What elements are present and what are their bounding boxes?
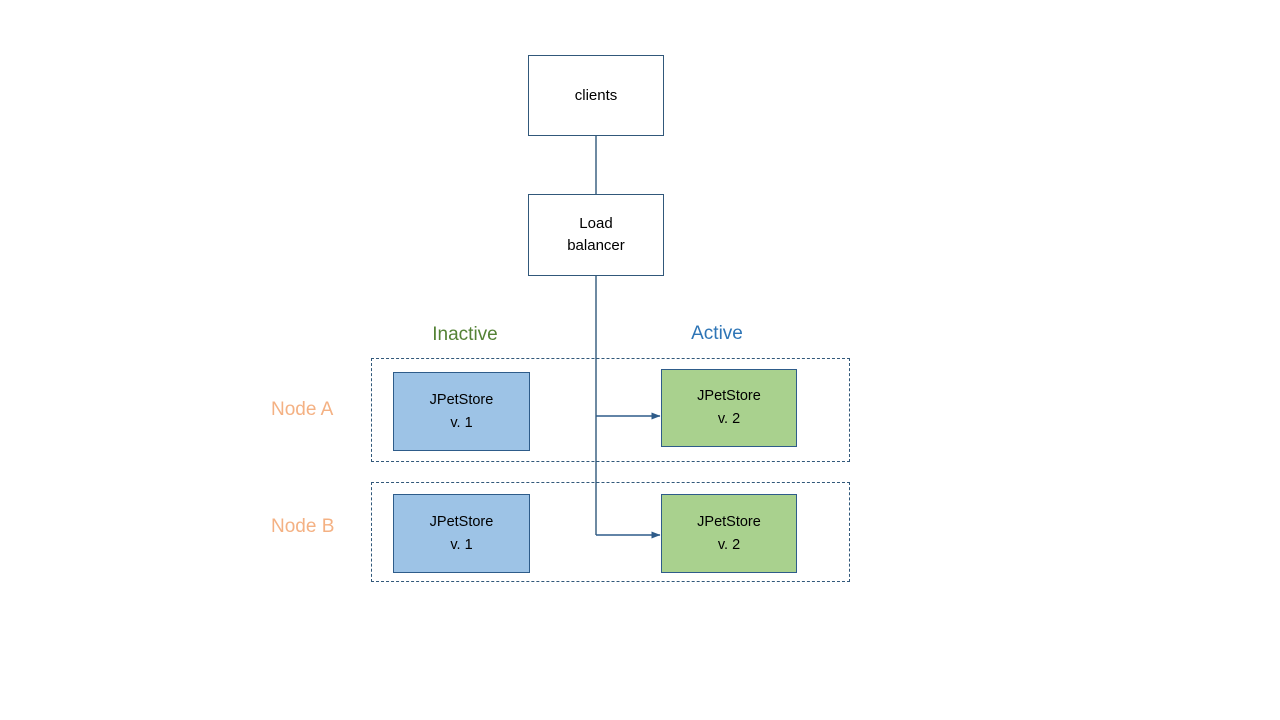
node-b-service-jpetstore-v2[interactable]: JPetStore v. 2 bbox=[661, 494, 797, 573]
service-name: JPetStore bbox=[697, 513, 761, 530]
service-version: v. 1 bbox=[450, 414, 473, 431]
node-label-node-a: Node A bbox=[271, 399, 334, 420]
load-balancer-box: Load balancer bbox=[528, 194, 664, 276]
clients-box: clients bbox=[528, 55, 664, 136]
node-b-service-jpetstore-v1[interactable]: JPetStore v. 1 bbox=[393, 494, 530, 573]
service-version: v. 1 bbox=[450, 536, 473, 553]
service-name: JPetStore bbox=[697, 388, 761, 404]
column-label-inactive: Inactive bbox=[432, 324, 498, 345]
service-version: v. 2 bbox=[717, 411, 741, 427]
node-a-service-jpetstore-v2[interactable]: JPetStore v. 2 bbox=[661, 369, 797, 447]
node-label-node-b: Node B bbox=[271, 516, 335, 537]
column-label-active: Active bbox=[691, 323, 743, 344]
service-name: JPetStore bbox=[429, 513, 494, 530]
node-a-service-jpetstore-v1[interactable]: JPetStore v. 1 bbox=[393, 372, 530, 451]
service-version: v. 2 bbox=[717, 536, 741, 553]
node-b-container bbox=[371, 482, 850, 582]
node-a-container bbox=[371, 358, 850, 462]
service-name: JPetStore bbox=[429, 391, 494, 408]
